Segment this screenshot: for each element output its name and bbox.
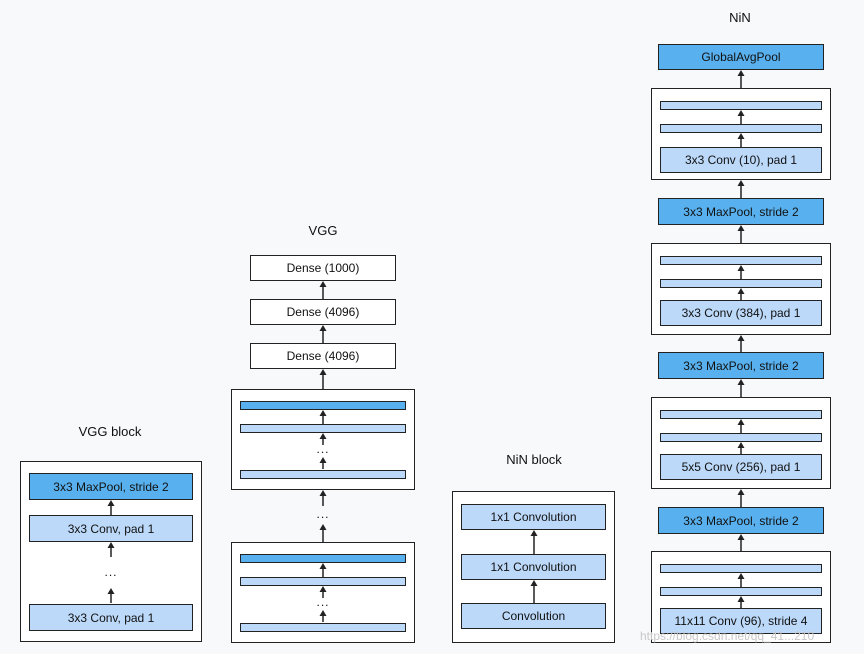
nin-block-conv: Convolution — [461, 603, 606, 629]
nin-block-group: 3x3 Conv (384), pad 1 — [651, 243, 831, 335]
arrow-icon — [736, 489, 746, 507]
arrow-icon — [318, 369, 328, 389]
nin-1x1-conv-bar — [660, 279, 822, 288]
nin-1x1-conv-bar — [660, 433, 822, 442]
nin-global-avg-pool: GlobalAvgPool — [658, 44, 824, 70]
vgg-dense-4096: Dense (4096) — [250, 343, 396, 369]
vgg-conv-bar — [240, 424, 406, 433]
nin-maxpool: 3x3 MaxPool, stride 2 — [658, 507, 824, 534]
arrow-icon — [318, 433, 328, 445]
arrow-icon — [736, 265, 746, 279]
vgg-block-maxpool: 3x3 MaxPool, stride 2 — [29, 473, 193, 500]
nin-block-group: 5x5 Conv (256), pad 1 — [651, 397, 831, 489]
arrow-icon — [736, 225, 746, 243]
vgg-conv-bar — [240, 623, 406, 632]
arrow-icon — [736, 180, 746, 198]
nin-block-title: NiN block — [506, 452, 562, 467]
arrow-icon — [318, 325, 328, 343]
arrow-icon — [318, 524, 328, 542]
nin-conv-256: 5x5 Conv (256), pad 1 — [660, 454, 822, 480]
nin-conv-96: 11x11 Conv (96), stride 4 — [660, 608, 822, 634]
ellipsis: ... — [104, 565, 118, 579]
nin-title: NiN — [729, 10, 751, 25]
nin-1x1-conv-bar — [660, 256, 822, 265]
arrow-icon — [318, 490, 328, 506]
nin-conv-384: 3x3 Conv (384), pad 1 — [660, 300, 822, 326]
arrow-icon — [106, 542, 116, 557]
ellipsis: ... — [316, 595, 330, 609]
vgg-maxpool-bar — [240, 401, 406, 410]
vgg-dense-1000: Dense (1000) — [250, 255, 396, 281]
ellipsis: ... — [316, 507, 330, 521]
arrow-icon — [736, 379, 746, 397]
nin-conv-10: 3x3 Conv (10), pad 1 — [660, 147, 822, 173]
nin-maxpool: 3x3 MaxPool, stride 2 — [658, 352, 824, 379]
arrow-icon — [736, 70, 746, 88]
vgg-block-group: ... — [231, 389, 415, 490]
vgg-block-group: ... — [231, 542, 415, 643]
nin-1x1-conv-bar — [660, 410, 822, 419]
arrow-icon — [106, 588, 116, 603]
arrow-icon — [736, 133, 746, 147]
vgg-title: VGG — [308, 223, 338, 238]
arrow-icon — [736, 110, 746, 124]
vgg-block-container: 3x3 MaxPool, stride 2 3x3 Conv, pad 1 ..… — [20, 461, 202, 642]
arrow-icon — [318, 457, 328, 469]
arrow-icon — [529, 530, 539, 554]
arrow-icon — [736, 573, 746, 587]
nin-block-group: 3x3 Conv (10), pad 1 — [651, 88, 831, 180]
arrow-icon — [318, 610, 328, 622]
arrow-icon — [736, 335, 746, 352]
nin-1x1-conv-bar — [660, 587, 822, 596]
vgg-block-conv: 3x3 Conv, pad 1 — [29, 604, 193, 631]
nin-block-group: 11x11 Conv (96), stride 4 — [651, 551, 831, 643]
arrow-icon — [736, 534, 746, 551]
arrow-icon — [318, 281, 328, 299]
nin-block-1x1-conv: 1x1 Convolution — [461, 554, 606, 580]
nin-block-1x1-conv: 1x1 Convolution — [461, 504, 606, 530]
nin-block-container: 1x1 Convolution 1x1 Convolution Convolut… — [452, 491, 615, 643]
vgg-dense-4096: Dense (4096) — [250, 299, 396, 325]
arrow-icon — [318, 586, 328, 598]
arrow-icon — [318, 563, 328, 577]
nin-maxpool: 3x3 MaxPool, stride 2 — [658, 198, 824, 225]
arrow-icon — [736, 419, 746, 433]
arrow-icon — [318, 410, 328, 424]
ellipsis: ... — [316, 442, 330, 456]
nin-1x1-conv-bar — [660, 564, 822, 573]
arrow-icon — [529, 580, 539, 603]
arrow-icon — [106, 500, 116, 515]
vgg-conv-bar — [240, 470, 406, 479]
vgg-maxpool-bar — [240, 554, 406, 563]
vgg-conv-bar — [240, 577, 406, 586]
vgg-block-title: VGG block — [78, 424, 142, 439]
vgg-block-conv: 3x3 Conv, pad 1 — [29, 515, 193, 542]
watermark: https://blog.csdn.net/qq_41...210 — [640, 629, 815, 643]
nin-1x1-conv-bar — [660, 101, 822, 110]
nin-1x1-conv-bar — [660, 124, 822, 133]
